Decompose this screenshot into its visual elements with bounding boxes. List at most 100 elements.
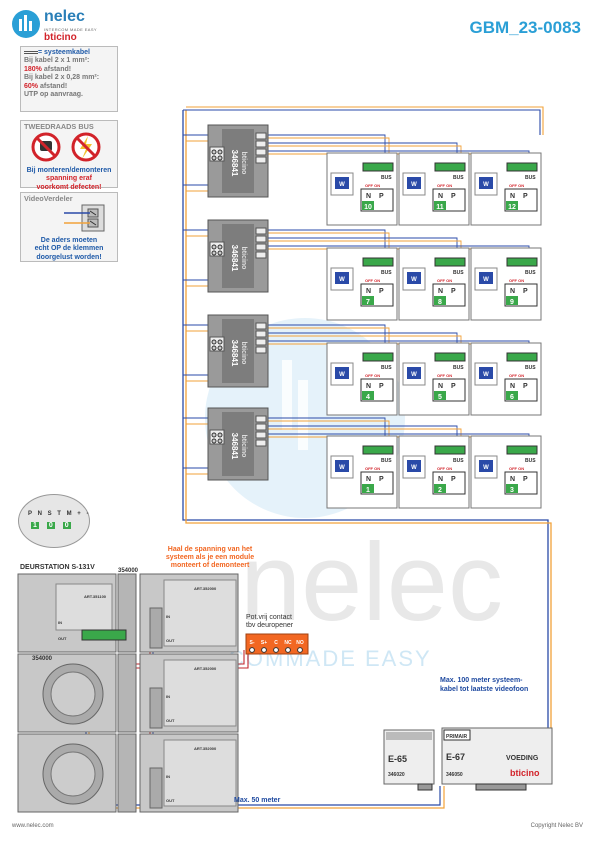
phone-terminal-label: BUS (381, 365, 392, 371)
phone-n-label: N (366, 383, 371, 390)
phone-terminal-block (434, 257, 466, 267)
phone-switch-label: OFF ON (365, 278, 380, 283)
cable-pct2: 60% (24, 82, 39, 90)
distributor-terminal-right (255, 156, 267, 164)
phone-n-label: N (438, 288, 443, 295)
phone-p-label: P (451, 476, 456, 483)
screw-icon (211, 345, 217, 351)
phone-terminal-label: BUS (381, 175, 392, 181)
phone-screen-label: W (483, 465, 489, 471)
phone-switch-label: OFF ON (509, 278, 524, 283)
phone-terminal-label: BUS (453, 365, 464, 371)
phone-terminal-block (362, 162, 394, 172)
distributor-line2: echt OP de klemmen (34, 245, 104, 253)
phone-number: 9 (510, 299, 514, 306)
e65-name: E-65 (388, 754, 407, 764)
no-voltage-icon (71, 132, 101, 162)
note-distributor: VideoVerdeler De aders moeten echt OP de… (20, 192, 118, 262)
door-module-back (163, 659, 237, 727)
relay-screw-icon (273, 647, 279, 653)
phone-switch-label: OFF ON (437, 183, 452, 188)
screw-icon (211, 149, 217, 155)
screw-icon (217, 432, 223, 438)
warning-line3: monteert of demonteert (170, 562, 250, 569)
screw-icon (217, 155, 223, 161)
bus-line1: Bij monteren/demonteren (26, 166, 112, 174)
distance-short: Max. 50 meter (234, 797, 281, 804)
phone-screen (479, 177, 493, 189)
relay-title2: tbv deuropener (246, 622, 294, 629)
cable-line1b: afstand! (41, 65, 72, 73)
distributor-title: VideoVerdeler (24, 194, 73, 203)
phone-switch-label: OFF ON (437, 373, 452, 378)
dip-label-plus: + (77, 511, 83, 517)
screw-icon (217, 244, 223, 250)
cable-line3: UTP op aanvraag. (24, 91, 84, 99)
relay-title: Pot.vrij contact tbv deuropener (246, 614, 293, 630)
cable-symbol-icon (24, 50, 38, 54)
phone-switch-label: OFF ON (509, 373, 524, 378)
phone-p-label: P (523, 193, 528, 200)
relay-terminal-label: S+ (261, 640, 267, 646)
phone-screen-label: W (483, 277, 489, 283)
phone-number-badge (362, 391, 374, 400)
e67-brand: bticino (510, 768, 540, 778)
wire (183, 109, 541, 135)
phone-screen-label: W (411, 372, 417, 378)
phone-screen-label: W (339, 182, 345, 188)
note-cable: = systeemkabel Bij kabel 2 x 1 mm²: 180%… (20, 46, 118, 112)
dip-label-m: M (66, 511, 74, 517)
phone-screen-label: W (411, 277, 417, 283)
e65-bus-terminal (417, 783, 433, 791)
door-module-code: 354000 (118, 568, 139, 574)
phone-number-badge (506, 296, 518, 305)
phone-n-label: N (438, 383, 443, 390)
module-out-label: OUT (166, 718, 175, 723)
dip-label-t: T (57, 511, 63, 517)
distributor-code: 346841 (230, 433, 239, 460)
distributor-code: 346841 (230, 340, 239, 367)
dip-detail (18, 494, 90, 548)
footer-copyright: Copyright Nelec BV (530, 823, 583, 829)
phone-screen (407, 367, 421, 379)
distance-long: Max. 100 meter systeem- kabel tot laatst… (440, 676, 528, 694)
phone-n-label: N (366, 476, 371, 483)
distributor-face (222, 412, 254, 476)
phone-n-label: N (438, 476, 443, 483)
phone-p-label: P (379, 193, 384, 200)
phone-p-label: P (379, 476, 384, 483)
bus-line3: voorkomt defecten! (36, 183, 102, 191)
module-in-label: IN (166, 774, 170, 779)
relay-screw-icon (249, 647, 255, 653)
distributor-terminal-right (255, 415, 267, 423)
phone-terminal-label: BUS (525, 458, 536, 464)
note-bus: TWEEDRAADS BUS Bij monteren/demonteren s… (20, 120, 118, 191)
brand-tagline: INTERCOM MADE EASY (44, 27, 97, 32)
distributor-terminal-right (255, 423, 267, 431)
document-code: GBM_23-0083 (469, 18, 581, 37)
door-module-back (163, 739, 237, 807)
phone-switch-label: OFF ON (437, 278, 452, 283)
phone-number-badge (506, 391, 518, 400)
phone-number-badge (362, 201, 374, 210)
no-power-icons (31, 132, 101, 162)
module-art-label: ART.352000 (194, 666, 217, 671)
phone-number-badge (434, 201, 446, 210)
footer-website[interactable]: www.nelec.com (12, 823, 54, 829)
distributor-terminal-right (255, 431, 267, 439)
phone-p-label: P (451, 288, 456, 295)
e67-primair: PRIMAIR (446, 734, 468, 740)
module-art-label: ART.352000 (194, 586, 217, 591)
relay-terminal-label: C (274, 640, 278, 646)
door-frame-side (117, 653, 137, 733)
relay-screw-icon (261, 647, 267, 653)
door-module-connector (149, 607, 163, 649)
